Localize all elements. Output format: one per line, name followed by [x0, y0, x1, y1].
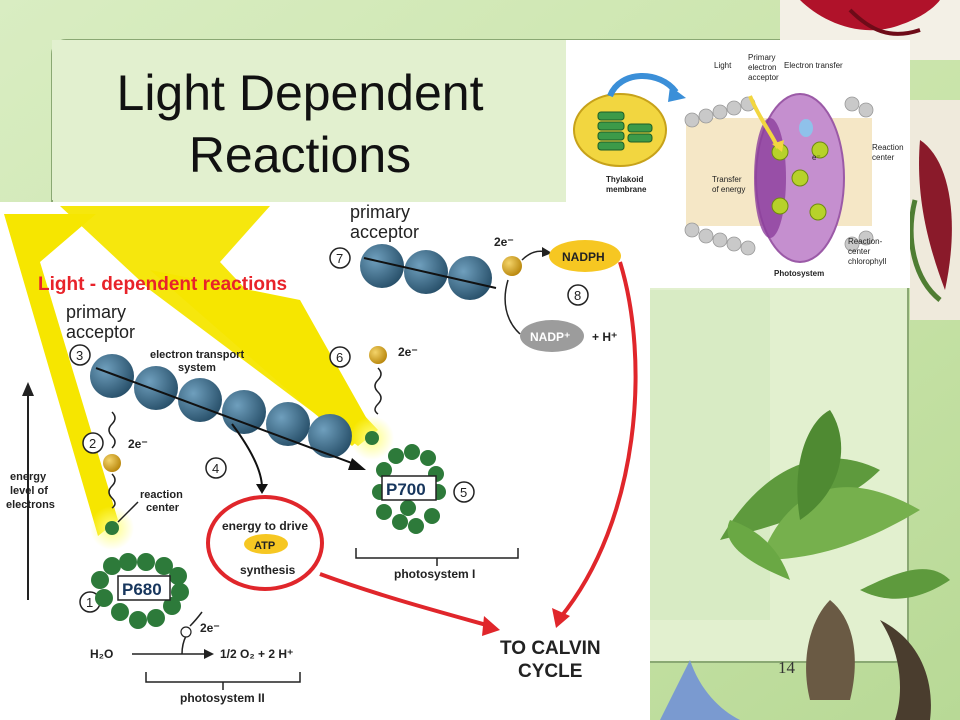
- electron-carrier-upper: [502, 256, 522, 276]
- inset-primary-label-1: Primary: [748, 53, 776, 62]
- electron-carrier-ps1: [369, 346, 387, 364]
- inset-reaction-center-label-1: Reaction: [872, 143, 904, 152]
- nadph-ellipse: [549, 240, 621, 272]
- step-3-circle: [69, 344, 91, 366]
- atp-label: ATP: [254, 540, 275, 552]
- inset-primary-label-2: electron: [748, 63, 776, 72]
- step-1-label: 1: [86, 595, 93, 610]
- upper-electron-chain: [360, 244, 497, 300]
- synthesis-label: synthesis: [240, 563, 296, 577]
- inset-electron-transfer-label: Electron transfer: [784, 61, 843, 70]
- step-6-label: 6: [336, 350, 343, 365]
- energy-to-drive-label: energy to drive: [222, 519, 308, 533]
- inset-transfer-energy-label-2: of energy: [712, 185, 745, 194]
- to-calvin-label-1: TO CALVIN: [500, 638, 601, 659]
- primary-acceptor-label-1b: acceptor: [66, 322, 135, 342]
- slide-title: Light Dependent Reactions: [60, 62, 540, 186]
- two-electrons-label-1: 2e⁻: [128, 437, 148, 451]
- electron-transport-label-2: system: [178, 362, 216, 374]
- title-line-1: Light Dependent: [116, 65, 484, 121]
- inset-primary-label-3: acceptor: [748, 73, 779, 82]
- nadp-label: NADP⁺: [530, 330, 570, 344]
- to-calvin-label-2: CYCLE: [518, 661, 582, 682]
- two-electrons-label-4: 2e⁻: [494, 235, 514, 249]
- p680-chlorophyll-cluster: [91, 553, 189, 629]
- nadph-label: NADPH: [562, 250, 605, 264]
- inset-reaction-center-label-2: center: [872, 153, 895, 162]
- step-7-label: 7: [336, 251, 343, 266]
- electron-transport-chain: [90, 354, 366, 470]
- step-8-circle: [567, 284, 589, 306]
- p700-label: P700: [386, 480, 426, 499]
- electron-carrier-ps2: [103, 454, 121, 472]
- flower-illustration: [780, 0, 960, 320]
- inset-electron-label: e⁻: [812, 153, 821, 162]
- diagram-heading: Light - dependent reactions: [38, 274, 287, 295]
- slide-number: 14: [778, 658, 795, 677]
- electron-transport-label-1: electron transport: [150, 349, 244, 361]
- reaction-center-label-2: center: [146, 502, 180, 514]
- reaction-center-label-1: reaction: [140, 489, 183, 501]
- inset-photosystem-label: Photosystem: [774, 269, 824, 278]
- photosystem-i-label: photosystem I: [394, 567, 475, 581]
- primary-acceptor-label-2b: acceptor: [350, 222, 419, 242]
- inset-rc-chlorophyll-label-3: chlorophyll: [848, 257, 886, 266]
- primary-acceptor-label-2a: primary: [350, 202, 410, 222]
- photosystem-ii-label: photosystem II: [180, 691, 265, 705]
- reaction-center-ps2: [105, 521, 119, 535]
- succulent-illustration: [650, 290, 950, 720]
- inset-thylakoid-label-1: Thylakoid: [606, 175, 643, 184]
- step-3-label: 3: [76, 348, 83, 363]
- inset-rc-chlorophyll-label-2: center: [848, 247, 871, 256]
- arrow-nadph-to-calvin: [558, 261, 638, 620]
- water-label: H₂O: [90, 647, 113, 661]
- energy-axis-label-2: level of: [10, 485, 48, 497]
- step-6-circle: [329, 346, 351, 368]
- title-line-2: Reactions: [188, 127, 412, 183]
- light-beam-mid: [150, 270, 372, 446]
- step-4-label: 4: [212, 461, 219, 476]
- primary-acceptor-label-1a: primary: [66, 302, 126, 322]
- energy-axis-arrowhead: [22, 382, 34, 396]
- step-8-label: 8: [574, 288, 581, 303]
- nadp-ellipse: [520, 320, 584, 352]
- inset-thylakoid-label-2: membrane: [606, 185, 647, 194]
- energy-axis-label-1: energy: [10, 471, 47, 483]
- step-7-circle: [329, 247, 351, 269]
- inset-transfer-energy-label-1: Transfer: [712, 175, 742, 184]
- step-5-circle: [453, 481, 475, 503]
- step-4-circle: [205, 457, 227, 479]
- reaction-center-ps1: [365, 431, 379, 445]
- step-5-label: 5: [460, 485, 467, 500]
- two-electrons-label-2: 2e⁻: [398, 345, 418, 359]
- two-electrons-label-3: 2e⁻: [200, 621, 220, 635]
- arrow-to-atp: [231, 423, 263, 489]
- arrow-atp-to-calvin: [319, 572, 491, 628]
- step-2-label: 2: [89, 436, 96, 451]
- grana-stack: [597, 111, 653, 151]
- p680-label: P680: [122, 580, 162, 599]
- step-2-circle: [82, 432, 104, 454]
- light-beam-left: [4, 214, 118, 536]
- inset-rc-chlorophyll-label-1: Reaction-: [848, 237, 883, 246]
- oxygen-products-label: 1/2 O₂ + 2 H⁺: [220, 647, 293, 661]
- inset-light-label: Light: [714, 61, 732, 70]
- plus-h-label: + H⁺: [592, 330, 617, 344]
- energy-axis-label-3: electrons: [6, 499, 55, 511]
